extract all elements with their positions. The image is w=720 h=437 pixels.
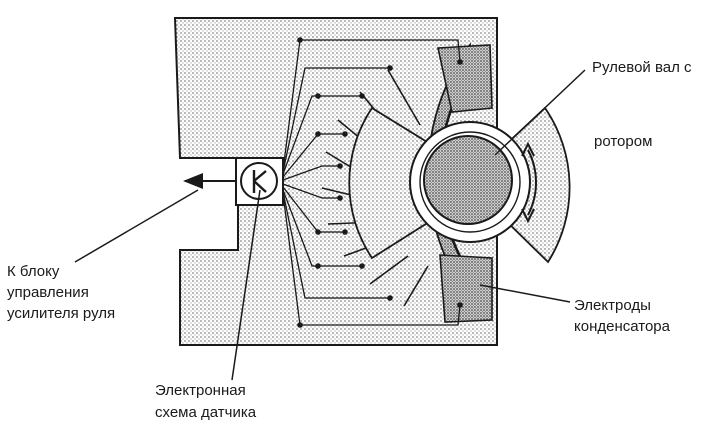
label-control-line2: управления — [7, 284, 89, 301]
electrode-upper — [437, 44, 493, 113]
wiring-nodes — [297, 37, 463, 328]
label-control-line1: К блоку — [7, 263, 60, 280]
steering-shaft — [423, 135, 513, 225]
rotor-hub-inner — [419, 131, 521, 233]
leader-electrodes — [479, 284, 571, 303]
leader-shaft — [494, 69, 586, 156]
label-electrodes-line1: Электроды — [574, 297, 651, 314]
rotor-blade-left — [348, 106, 441, 260]
label-circuit-line1: Электронная — [155, 382, 246, 399]
sensor-wiring — [282, 39, 461, 326]
leader-control-unit — [74, 189, 199, 263]
label-control-line3: усилителя руля — [7, 305, 115, 322]
label-circuit-line2: схема датчика — [155, 404, 257, 421]
label-electrodes-line2: конденсатора — [574, 318, 671, 335]
electrode-lower — [439, 254, 493, 323]
label-shaft-line1: Рулевой вал с — [592, 59, 692, 76]
sensor-housing — [173, 17, 498, 346]
label-shaft-line2: ротором — [594, 133, 652, 150]
leader-lines — [74, 69, 586, 381]
rotation-arrow — [521, 141, 538, 224]
rotor — [348, 106, 571, 264]
leader-circuit — [231, 189, 261, 381]
